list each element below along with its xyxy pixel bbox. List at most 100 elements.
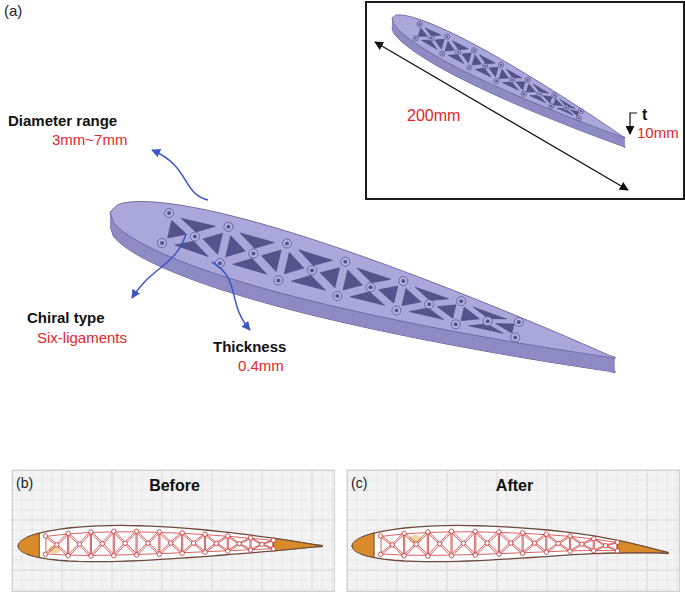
chiral-node	[248, 536, 252, 540]
airfoil-3d	[392, 15, 625, 148]
ligament	[46, 537, 56, 553]
chiral-node	[399, 277, 408, 286]
chiral-node	[444, 34, 449, 39]
chiral-node-hole	[550, 105, 552, 107]
parameter-name: Chiral type	[27, 309, 105, 326]
lattice-hole	[502, 82, 518, 90]
chiral-node	[483, 63, 488, 68]
chiral-node	[271, 538, 275, 542]
grid-line	[332, 470, 333, 592]
ligament	[428, 534, 438, 555]
lattice-hole	[418, 28, 427, 36]
inset-frame: 200mmt10mm	[365, 1, 685, 200]
panel-label: (b)	[16, 475, 33, 491]
chiral-node	[283, 239, 292, 248]
ligament	[104, 533, 114, 554]
chiral-node	[378, 552, 382, 556]
chiral-node	[112, 529, 116, 533]
grid-line	[377, 470, 378, 592]
lattice-hole	[343, 270, 362, 290]
lattice-hole	[402, 288, 421, 305]
ligament	[465, 533, 475, 553]
text-anchor: (c)	[351, 474, 367, 492]
ligament	[452, 533, 462, 554]
chiral-node	[226, 534, 230, 538]
chiral-node-hole	[495, 80, 497, 82]
chiral-node	[615, 540, 619, 544]
chiral-node	[576, 116, 581, 121]
chiral-node	[451, 320, 460, 329]
chiral-node	[123, 541, 127, 545]
lattice-hole	[240, 233, 274, 248]
lattice-hole	[422, 40, 437, 49]
solid-tail	[617, 540, 668, 553]
lattice-hole	[350, 292, 384, 305]
chiral-node	[134, 553, 138, 557]
chiral-node-hole	[446, 35, 448, 37]
chiral-node-hole	[500, 64, 502, 66]
grid-line	[637, 470, 638, 592]
leader-arrow	[212, 262, 250, 330]
lattice-hole	[425, 28, 441, 36]
lattice-hole	[475, 68, 491, 77]
text-anchor: Chiral type	[27, 309, 105, 327]
chiral-node	[473, 529, 477, 533]
lattice-hole	[530, 96, 546, 103]
chiral-node	[190, 232, 199, 241]
text-anchor: Diameter range	[8, 112, 117, 130]
chiral-node-hole	[226, 225, 230, 229]
chiral-node	[215, 259, 224, 268]
section-panel-frame: Before	[12, 470, 335, 592]
text-anchor: 10mm	[637, 124, 679, 142]
section-outline	[18, 525, 322, 561]
chiral-node	[260, 542, 264, 546]
chiral-node	[429, 36, 434, 41]
ligament	[405, 535, 415, 554]
grid-line	[347, 590, 680, 591]
chiral-node	[203, 550, 207, 554]
chiral-node	[472, 48, 477, 53]
chiral-node	[226, 549, 230, 553]
chiral-node	[43, 552, 47, 556]
grid-line	[607, 470, 608, 592]
ligament	[559, 537, 569, 550]
solid-nose	[352, 533, 374, 558]
chiral-node-hole	[538, 93, 540, 95]
grid-line	[647, 470, 648, 592]
lattice-hole	[448, 54, 464, 63]
ligament	[58, 535, 68, 554]
lattice-hole	[489, 67, 498, 76]
solid-nose	[18, 533, 39, 558]
leader-arrow	[132, 234, 186, 298]
lattice-hole	[233, 259, 267, 275]
chiral-node	[191, 541, 195, 545]
chiral-node-hole	[160, 241, 164, 245]
chiral-node-hole	[527, 79, 529, 81]
chiral-node	[440, 51, 445, 56]
chiral-node-hole	[511, 79, 513, 81]
ligament	[583, 540, 593, 550]
grid-line	[347, 500, 680, 501]
grid-line	[262, 470, 263, 592]
grid-line	[252, 470, 253, 592]
lattice-hole	[445, 41, 454, 51]
chiral-node	[89, 530, 93, 534]
chiral-node	[165, 209, 174, 218]
chiral-node	[449, 554, 453, 558]
chiral-node	[483, 317, 492, 326]
chiral-node	[497, 530, 501, 534]
lattice-hole	[516, 82, 525, 90]
chiral-node	[414, 542, 418, 546]
thickness-leader	[630, 113, 637, 134]
chiral-node	[510, 77, 515, 82]
chiral-node-hole	[276, 278, 280, 282]
lattice-hole	[284, 252, 303, 273]
chiral-node	[158, 239, 167, 248]
chiral-node	[402, 554, 406, 558]
leader-arrow	[152, 150, 208, 200]
chiral-node	[157, 530, 161, 534]
chiral-node	[146, 541, 150, 545]
grid-line	[347, 520, 680, 521]
chiral-node	[564, 105, 569, 110]
chiral-node	[134, 529, 138, 533]
